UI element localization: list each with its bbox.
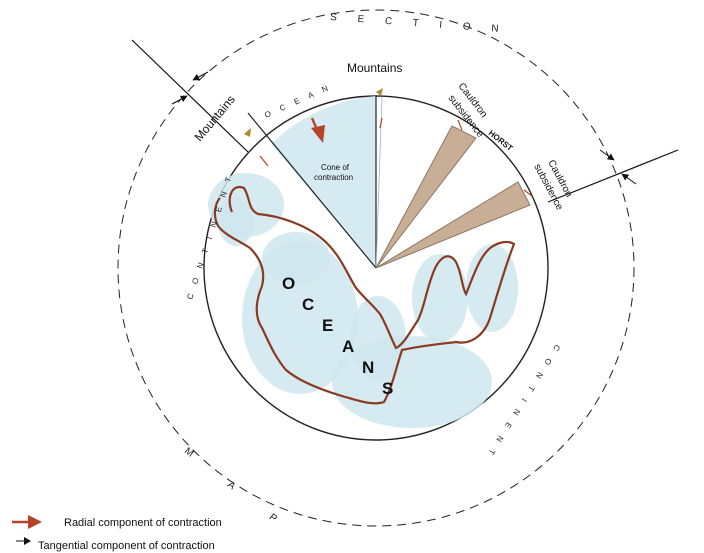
svg-text:C: C [302,295,316,314]
cauldron-wedge-upper [375,125,477,269]
legend-tangential-text: Tangential component of contraction [38,540,215,552]
legend-radial-text: Radial component of contraction [64,517,222,529]
section-cut-left [131,39,249,153]
svg-text:S: S [382,379,395,398]
legend-radial-arrow-icon [12,515,42,529]
section-label: S E C T I O N [330,12,508,35]
cone-of-contraction-shape [271,96,376,268]
tangential-arrow-right-bottom [621,173,637,185]
cone-left-radius [247,112,377,269]
continent-right-label: C O N T I N E N T [484,343,562,460]
tangential-markers [244,88,383,137]
legend: Radial component of contraction Tangenti… [12,515,222,552]
section-cut-right [547,149,679,203]
radial-markers [259,117,533,197]
svg-text:O: O [282,274,297,293]
mountains-top-label: Mountains [347,61,402,75]
oceans-label: O C E A N S [282,274,395,398]
svg-text:E: E [322,316,335,335]
ocean-blobs [208,96,518,428]
tangential-arrow-left-in [171,95,188,105]
cone-label-line2: contraction [314,173,353,182]
cone-label-line1: Cone of [321,163,350,172]
svg-text:A: A [342,337,356,356]
outer-section-circle [117,9,635,527]
cauldron-wedge-lower [375,181,531,269]
legend-tangential-arrow-icon [16,537,31,545]
radial-arrow-main [310,117,325,143]
coastline [213,185,516,405]
tangential-arrow-left-out [192,71,209,81]
svg-text:N: N [362,358,376,377]
tangential-arrow-right-top [599,149,615,161]
